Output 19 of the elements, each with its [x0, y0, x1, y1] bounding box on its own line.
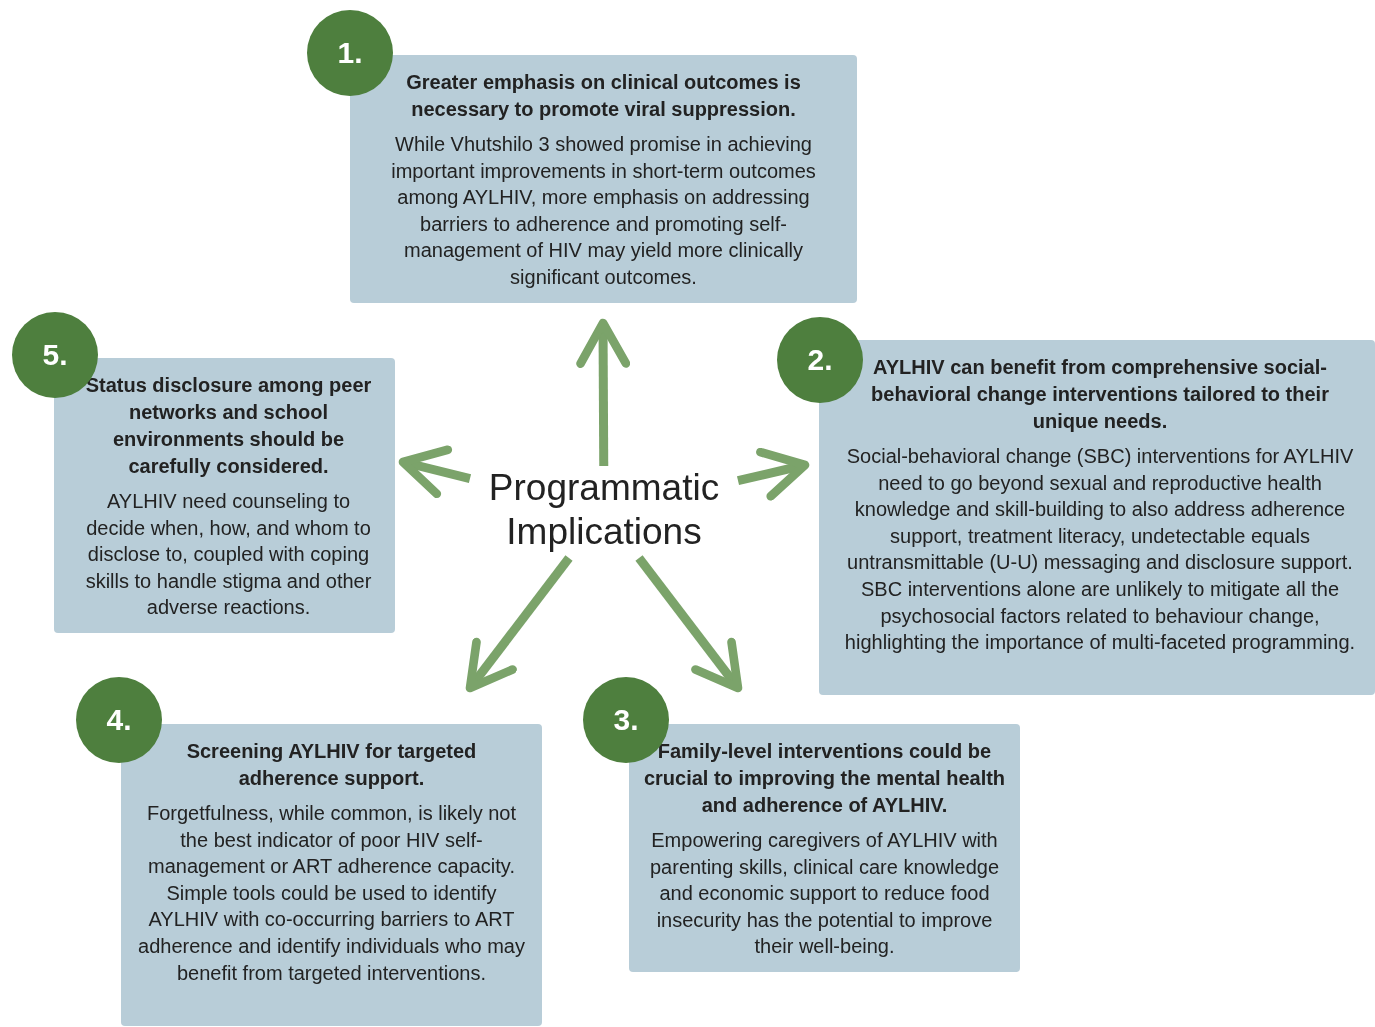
card-text: While Vhutshilo 3 showed promise in achieving important improvements in short-term outcomes among AYLHIV, more emphasis on addressing barriers to adherence and promoting self-management of HIV may yield more clinically significant outcomes. — [390, 132, 817, 290]
arrow — [576, 318, 631, 467]
card-heading: Status disclosure among peer networks and school environments should be carefully considered. — [84, 373, 373, 479]
card-text: Social-behavioral change (SBC) interventions for AYLHIV need to go beyond sexual and reproductive health knowledge and skill-building to also address adherence support, treatment literacy, undetectable equals untransmittable (U-U) messaging and disclosure support. SBC interventions alone are unlikely to mitigate all the psychosocial factors related to behaviour change, highlighting the importance of multi-faceted programming. — [843, 444, 1357, 656]
arrow — [465, 555, 573, 693]
arrow — [635, 555, 743, 693]
center-title: Programmatic Implications — [470, 466, 738, 558]
card-heading: Screening AYLHIV for targeted adherence support. — [185, 739, 478, 791]
card-heading: AYLHIV can benefit from comprehensive social-behavioral change interventions tailored to their unique needs. — [870, 355, 1330, 434]
card-text: Empowering caregivers of AYLHIV with parenting skills, clinical care knowledge and economic support to reduce food insecurity has the potential to improve their well-being. — [648, 828, 1001, 960]
step-number-circle: 2. — [777, 317, 863, 403]
arrow — [736, 447, 810, 501]
card-text: Forgetfulness, while common, is likely not the best indicator of poor HIV self-management or ART adherence capacity. Simple tools could be used to identify AYLHIV with co-occurring barriers to ART adherence and identify individuals who may benefit from targeted interventions. — [137, 801, 526, 986]
card-heading: Family-level interventions could be crucial to improving the mental health and adherence of AYLHIV. — [643, 739, 1006, 818]
step-number-circle: 4. — [76, 677, 162, 763]
card-text: AYLHIV need counseling to decide when, how, and whom to disclose to, coupled with coping skills to handle stigma and other adverse reactions. — [84, 489, 373, 621]
card-heading: Greater emphasis on clinical outcomes is necessary to promote viral suppression. — [405, 70, 802, 122]
step-number-circle: 1. — [307, 10, 393, 96]
arrow — [398, 445, 472, 499]
